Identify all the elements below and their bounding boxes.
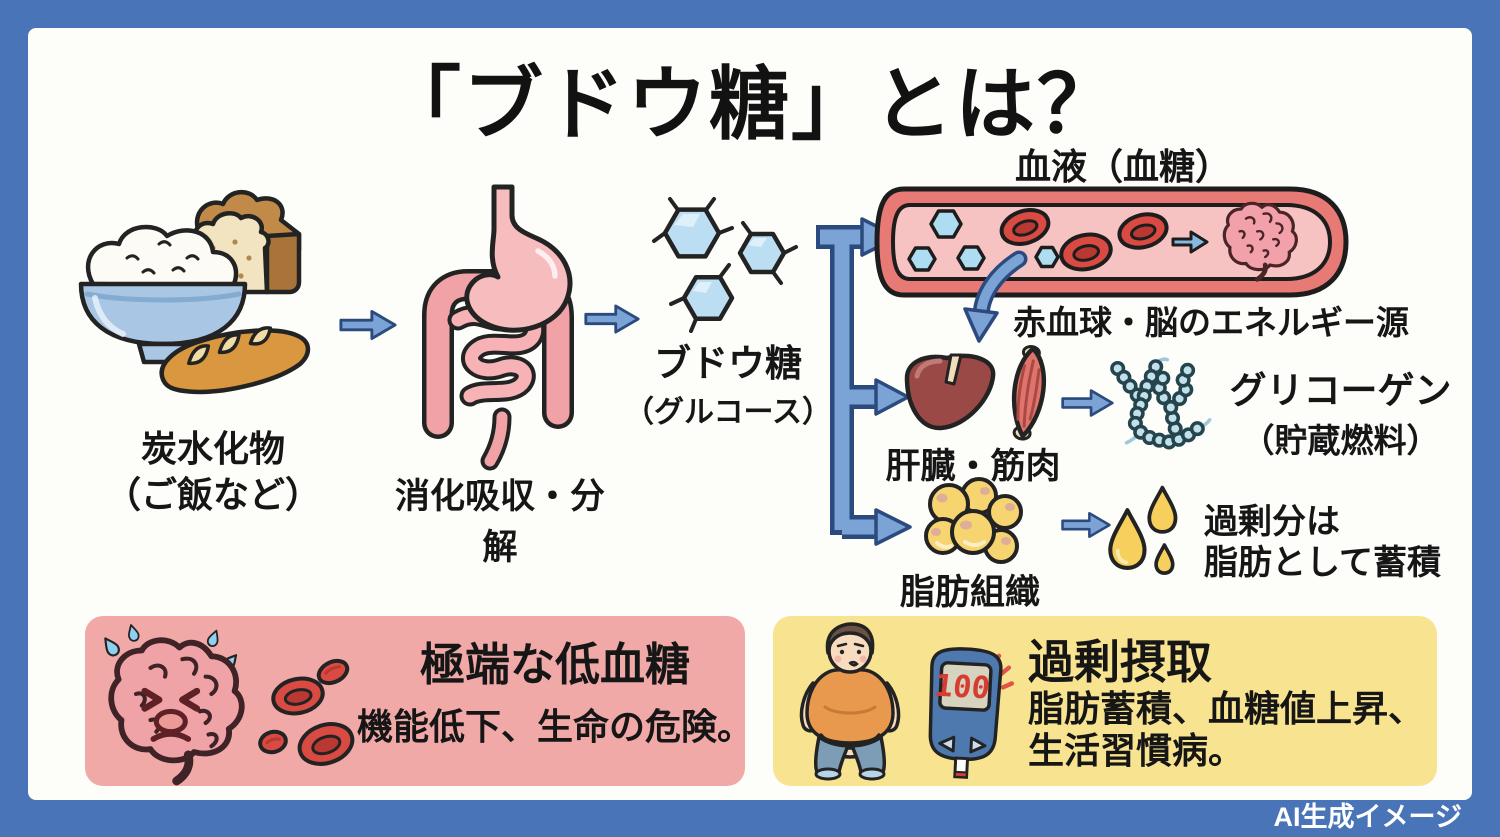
flow-arrow-icon xyxy=(1061,389,1114,417)
glucose-label-line2: （グルコース） xyxy=(624,396,832,429)
fat-droplets-icon xyxy=(1108,485,1178,575)
glycogen-label-line2: （貯蔵燃料） xyxy=(1241,422,1440,459)
branch-connector-icon xyxy=(816,217,912,546)
overconsumption-title: 過剰摂取 xyxy=(1028,636,1212,688)
meter-reading: 100 xyxy=(933,669,992,707)
overconsumption-box: 100 過剰摂取 脂肪蓄積、血糖値上昇、 生活習慣病。 xyxy=(773,616,1437,786)
adipose-cells-icon xyxy=(924,477,1023,564)
adipose-label: 脂肪組織 xyxy=(899,573,1040,612)
excess-fat-note-line1: 過剰分は xyxy=(1204,503,1340,541)
ai-generated-watermark: AI生成イメージ xyxy=(1273,802,1462,832)
glycogen-icon xyxy=(1110,357,1212,450)
distressed-brain-icon xyxy=(104,624,245,786)
glycogen-label-line1: グリコーゲン xyxy=(1229,370,1452,411)
flow-arrow-icon xyxy=(1061,512,1111,538)
glucose-meter-icon: 100 xyxy=(928,647,1015,779)
glycogen-label: グリコーゲン （貯蔵燃料） xyxy=(1223,360,1458,462)
carbohydrates-illustration xyxy=(78,190,311,395)
overconsumption-description-line1: 脂肪蓄積、血糖値上昇、 xyxy=(1028,688,1425,729)
blood-label: 血液（血糖） xyxy=(1014,146,1231,187)
glucose-molecules-icon xyxy=(652,197,798,333)
flow-arrow-icon xyxy=(339,310,397,340)
to-brain-arrow-icon xyxy=(1171,230,1209,254)
glucose-label: ブドウ糖 （グルコース） xyxy=(623,333,833,431)
liver-icon xyxy=(904,353,996,431)
brain-icon xyxy=(1222,201,1298,282)
flow-arrow-icon xyxy=(584,304,640,334)
overconsumption-description-line2: 生活習慣病。 xyxy=(1028,729,1245,771)
overconsumption-description: 脂肪蓄積、血糖値上昇、 生活習慣病。 xyxy=(1028,688,1428,772)
liver-muscle-illustration xyxy=(904,344,1046,441)
red-blood-cells-icon xyxy=(258,658,355,766)
hypoglycemia-title: 極端な低血糖 xyxy=(419,639,690,690)
overweight-person-icon xyxy=(799,622,901,781)
glucose-label-line1: ブドウ糖 xyxy=(654,343,802,384)
infographic-canvas: 「ブドウ糖」とは？ xyxy=(28,28,1472,800)
carbs-label-line1: 炭水化物 xyxy=(140,428,285,469)
curved-arrow-icon xyxy=(963,250,1028,343)
excess-fat-note: 過剰分は 脂肪として蓄積 xyxy=(1204,502,1441,584)
hypoglycemia-box: 極端な低血糖 機能低下、生命の危険。 xyxy=(85,616,753,786)
muscle-icon xyxy=(1011,344,1046,441)
digestive-tract-icon xyxy=(422,184,574,471)
red-blood-cell-icon xyxy=(999,208,1169,272)
glucose-hexagon-icon xyxy=(907,209,1060,272)
baguette-icon xyxy=(159,326,311,395)
carbs-label: 炭水化物 （ご飯など） xyxy=(83,426,343,518)
carbs-label-line2: （ご飯など） xyxy=(104,474,321,516)
digestion-label: 消化吸収・分解 xyxy=(394,477,605,567)
blood-energy-note: 赤血球・脳のエネルギー源 xyxy=(1013,304,1409,341)
page-title: 「ブドウ糖」とは？ xyxy=(381,60,1119,149)
rice-bowl-icon xyxy=(78,224,248,365)
excess-fat-note-line2: 脂肪として蓄積 xyxy=(1204,543,1441,582)
hypoglycemia-description: 機能低下、生命の危険。 xyxy=(356,706,753,747)
blood-vessel-illustration xyxy=(874,186,1349,298)
